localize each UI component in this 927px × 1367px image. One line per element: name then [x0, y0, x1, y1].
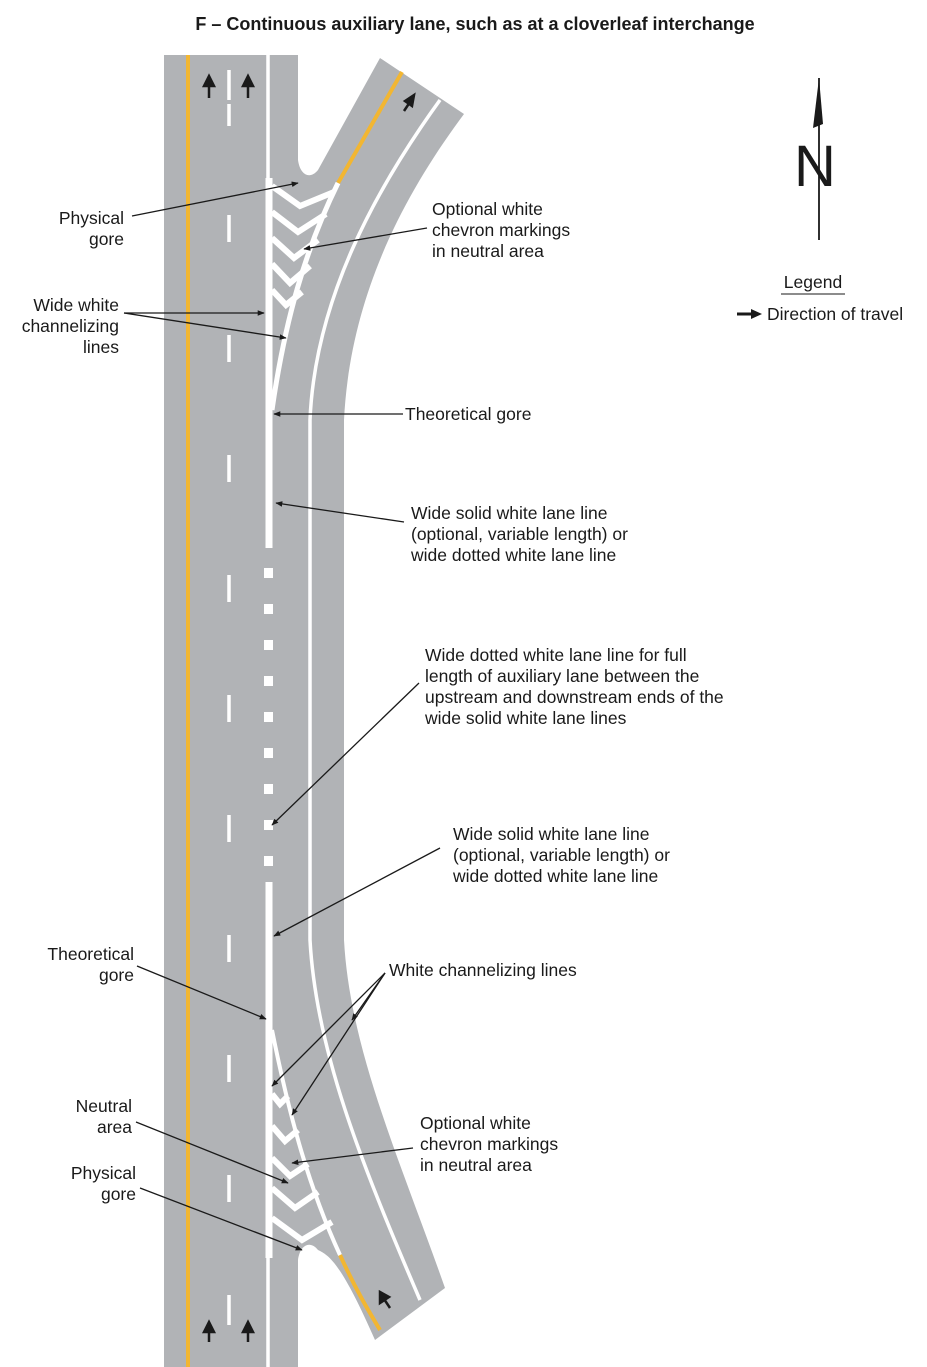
- label-theoretical-gore-bottom: Theoretical gore: [47, 944, 134, 985]
- label-wide-solid-bottom: Wide solid white lane line (optional, va…: [452, 824, 670, 886]
- svg-text:White channelizing lines: White channelizing lines: [389, 960, 577, 980]
- label-physical-gore-bottom: Physical gore: [71, 1163, 136, 1204]
- svg-text:chevron markings: chevron markings: [420, 1134, 558, 1154]
- svg-text:upstream and downstream ends o: upstream and downstream ends of the: [425, 687, 724, 707]
- direction-arrow-icon: [737, 309, 762, 319]
- svg-text:lines: lines: [83, 337, 119, 357]
- label-white-channelizing-lines: White channelizing lines: [389, 960, 577, 980]
- wide-channelizing-line-top: [269, 181, 341, 411]
- svg-text:gore: gore: [99, 965, 134, 985]
- svg-text:length of auxiliary lane betwe: length of auxiliary lane between the: [425, 666, 699, 686]
- svg-text:wide dotted white lane line: wide dotted white lane line: [410, 545, 616, 565]
- mainline-roadway: [164, 55, 298, 1367]
- legend-direction-of-travel: Direction of travel: [767, 304, 903, 324]
- svg-text:area: area: [97, 1117, 132, 1137]
- label-theoretical-gore-top: Theoretical gore: [405, 404, 531, 424]
- svg-text:Theoretical gore: Theoretical gore: [405, 404, 531, 424]
- svg-text:wide solid white lane lines: wide solid white lane lines: [424, 708, 627, 728]
- svg-text:Wide solid white lane line: Wide solid white lane line: [411, 503, 608, 523]
- north-letter: N: [794, 134, 836, 199]
- svg-text:Optional white: Optional white: [432, 199, 543, 219]
- legend-heading: Legend: [784, 272, 842, 292]
- pavement-direction-arrows: [201, 73, 416, 1342]
- svg-text:channelizing: channelizing: [22, 316, 119, 336]
- svg-text:Wide solid white lane line: Wide solid white lane line: [453, 824, 650, 844]
- chevrons-neutral-area-bottom: [269, 1092, 334, 1244]
- svg-text:Physical: Physical: [59, 208, 124, 228]
- label-neutral-area: Neutral area: [76, 1096, 133, 1137]
- wide-dotted-lane-line: [264, 568, 273, 866]
- svg-text:(optional, variable length) or: (optional, variable length) or: [411, 524, 628, 544]
- svg-text:Neutral: Neutral: [76, 1096, 132, 1116]
- svg-text:chevron markings: chevron markings: [432, 220, 570, 240]
- diagram-title: F – Continuous auxiliary lane, such as a…: [195, 14, 754, 34]
- ramp-white-edge-line: [308, 98, 442, 1301]
- svg-text:Theoretical: Theoretical: [47, 944, 134, 964]
- label-wide-dotted-full-length: Wide dotted white lane line for full len…: [424, 645, 724, 728]
- svg-text:Wide dotted white lane line fo: Wide dotted white lane line for full: [425, 645, 687, 665]
- direction-arrow-icon: [240, 1319, 256, 1342]
- svg-text:(optional, variable length) or: (optional, variable length) or: [453, 845, 670, 865]
- label-wide-white-channelizing-lines: Wide white channelizing lines: [22, 295, 120, 357]
- pavement: [164, 55, 464, 1367]
- white-channelizing-line-bottom: [270, 1029, 342, 1256]
- direction-arrow-icon: [201, 1319, 217, 1342]
- svg-text:Optional white: Optional white: [420, 1113, 531, 1133]
- direction-arrow-icon: [378, 1289, 392, 1309]
- label-wide-solid-top: Wide solid white lane line (optional, va…: [410, 503, 628, 565]
- leader-lines: [123, 181, 441, 1251]
- svg-text:in neutral area: in neutral area: [420, 1155, 532, 1175]
- svg-text:in neutral area: in neutral area: [432, 241, 544, 261]
- direction-arrow-icon: [240, 73, 256, 98]
- yellow-edge-lines: [186, 55, 404, 1367]
- svg-text:Physical: Physical: [71, 1163, 136, 1183]
- label-optional-chevron-top: Optional white chevron markings in neutr…: [432, 199, 570, 261]
- ramp-yellow-edge-top: [336, 71, 404, 184]
- svg-text:Wide white: Wide white: [33, 295, 119, 315]
- legend: Legend Direction of travel: [737, 272, 903, 324]
- svg-text:wide dotted white lane line: wide dotted white lane line: [452, 866, 658, 886]
- direction-arrow-icon: [402, 92, 416, 112]
- label-optional-chevron-bottom: Optional white chevron markings in neutr…: [420, 1113, 558, 1175]
- direction-arrow-icon: [201, 73, 217, 98]
- label-physical-gore-top: Physical gore: [59, 208, 124, 249]
- north-arrow-icon: [813, 78, 823, 240]
- svg-text:gore: gore: [89, 229, 124, 249]
- auxiliary-lane-ramp: [298, 58, 464, 1340]
- ramp-yellow-edge-bottom: [338, 1254, 382, 1332]
- svg-text:gore: gore: [101, 1184, 136, 1204]
- callout-labels: Physical gore Wide white channelizing li…: [22, 199, 724, 1204]
